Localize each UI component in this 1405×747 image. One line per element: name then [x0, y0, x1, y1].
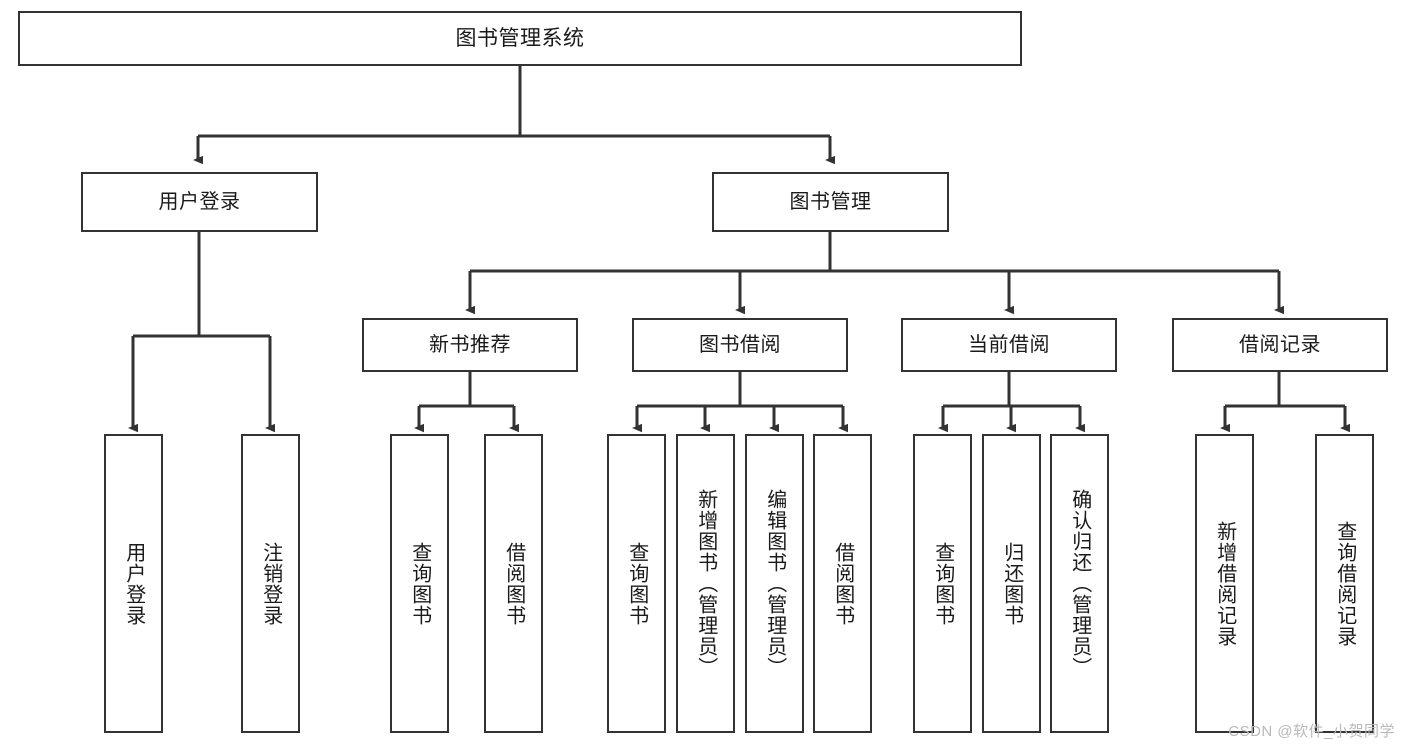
node-user-login-label: 用户登录 [158, 191, 241, 213]
node-leaf-rec-add[interactable]: 新增借阅记录 [1195, 434, 1254, 733]
node-leaf-borrow-do[interactable]: 借阅图书 [813, 434, 872, 733]
node-book-manage-label: 图书管理 [789, 191, 872, 213]
node-leaf-borrow-edit-label: 编辑图书（管理员） [763, 489, 786, 678]
node-leaf-rec-add-label: 新增借阅记录 [1213, 520, 1236, 647]
node-book-borrow-label: 图书借阅 [699, 334, 781, 356]
node-leaf-borrow-do-label: 借阅图书 [831, 541, 854, 626]
node-current-borrow[interactable]: 当前借阅 [901, 318, 1117, 372]
node-leaf-cur-query-label: 查询图书 [931, 541, 954, 626]
node-leaf-logout-label: 注销登录 [259, 541, 282, 626]
node-current-borrow-label: 当前借阅 [968, 334, 1050, 356]
node-leaf-rec-borrow[interactable]: 借阅图书 [484, 434, 543, 733]
node-leaf-user-login-label: 用户登录 [122, 541, 145, 626]
node-leaf-borrow-query-label: 查询图书 [625, 541, 648, 626]
node-leaf-cur-confirm-label: 确认归还（管理员） [1068, 489, 1091, 678]
node-book-manage[interactable]: 图书管理 [712, 172, 949, 232]
node-leaf-rec-search[interactable]: 查询借阅记录 [1315, 434, 1374, 733]
node-leaf-rec-query-label: 查询图书 [408, 541, 431, 626]
node-leaf-logout[interactable]: 注销登录 [241, 434, 300, 733]
node-leaf-cur-query[interactable]: 查询图书 [913, 434, 972, 733]
node-user-login[interactable]: 用户登录 [81, 172, 318, 232]
node-leaf-rec-search-label: 查询借阅记录 [1333, 520, 1356, 647]
node-root-label: 图书管理系统 [455, 26, 585, 50]
node-new-book-rec-label: 新书推荐 [429, 334, 511, 356]
node-leaf-borrow-add-label: 新增图书（管理员） [694, 489, 717, 678]
node-leaf-rec-borrow-label: 借阅图书 [502, 541, 525, 626]
node-new-book-rec[interactable]: 新书推荐 [362, 318, 578, 372]
node-leaf-cur-confirm[interactable]: 确认归还（管理员） [1050, 434, 1109, 733]
node-leaf-rec-query[interactable]: 查询图书 [390, 434, 449, 733]
node-book-borrow[interactable]: 图书借阅 [632, 318, 848, 372]
node-leaf-cur-return[interactable]: 归还图书 [982, 434, 1041, 733]
node-borrow-record[interactable]: 借阅记录 [1172, 318, 1388, 372]
node-leaf-borrow-add[interactable]: 新增图书（管理员） [676, 434, 735, 733]
node-leaf-cur-return-label: 归还图书 [1000, 541, 1023, 626]
node-root[interactable]: 图书管理系统 [18, 11, 1022, 66]
watermark-text: CSDN @软件_小贺同学 [1228, 723, 1395, 740]
node-leaf-user-login[interactable]: 用户登录 [104, 434, 163, 733]
node-leaf-borrow-edit[interactable]: 编辑图书（管理员） [745, 434, 804, 733]
node-borrow-record-label: 借阅记录 [1239, 334, 1321, 356]
node-leaf-borrow-query[interactable]: 查询图书 [607, 434, 666, 733]
